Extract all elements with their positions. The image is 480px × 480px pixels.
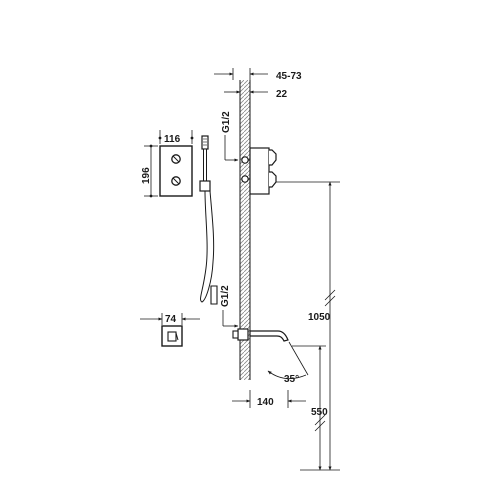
- lower-thread-label: G1/2: [220, 285, 231, 307]
- upper-thread-callout: G1/2: [221, 111, 239, 162]
- hand-shower-head: [201, 135, 209, 150]
- valve-height-dimension: 1050: [276, 181, 340, 471]
- small-box-width-dimension: 74: [140, 313, 200, 325]
- bath-spout: [232, 328, 289, 342]
- spout-angle-label: 35°: [284, 374, 299, 385]
- hose-connector: [210, 285, 218, 305]
- shower-holder: [199, 180, 211, 192]
- spout-angle-dimension: 35°: [267, 341, 309, 385]
- valve-body: [241, 147, 277, 195]
- hand-shower-assembly: [199, 135, 218, 305]
- pipe-depth-label: 45-73: [276, 71, 302, 82]
- panel-width-label: 116: [164, 134, 181, 145]
- panel-width-dimension: 116: [158, 130, 194, 145]
- spout-projection-label: 140: [257, 397, 274, 408]
- wall-offset-label: 22: [276, 89, 288, 100]
- diverter-front: [161, 325, 183, 347]
- upper-thread-label: G1/2: [221, 111, 232, 133]
- wall-offset-dimension: 22: [224, 84, 288, 100]
- small-box-width-label: 74: [165, 314, 177, 325]
- control-panel-front: [159, 145, 193, 197]
- lower-thread-callout: G1/2: [220, 285, 239, 328]
- pipe-depth-dimension: 45-73: [214, 68, 302, 82]
- panel-height-label: 196: [141, 167, 152, 184]
- panel-height-dimension: 196: [141, 144, 158, 198]
- shower-hose: [200, 190, 215, 303]
- spout-projection-dimension: 140: [232, 390, 306, 408]
- valve-height-label: 1050: [308, 312, 331, 323]
- spout-height-label: 550: [311, 407, 328, 418]
- spout-height-dimension: 550: [292, 345, 340, 471]
